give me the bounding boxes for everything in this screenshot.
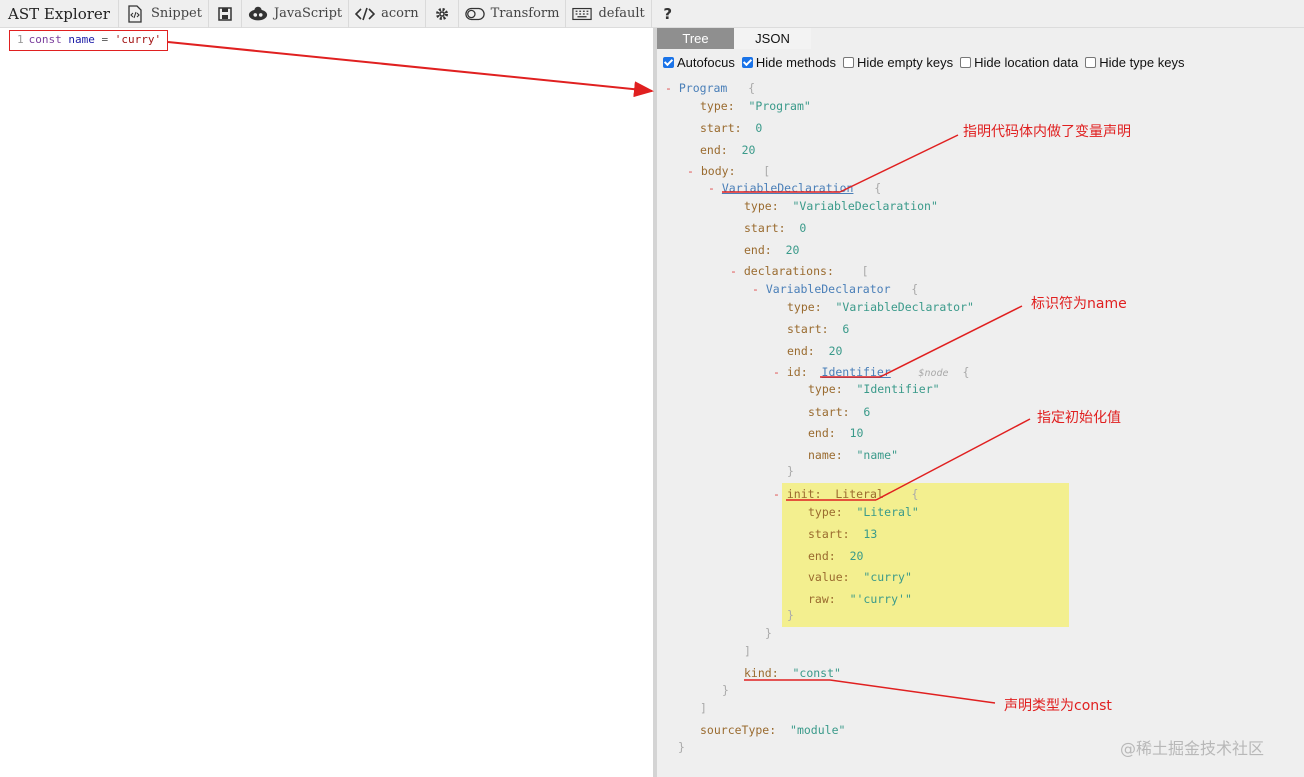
tree-prop: type: "VariableDeclaration" — [744, 199, 938, 213]
autofocus-checkbox[interactable] — [663, 57, 674, 68]
parser-label: acorn — [381, 6, 419, 21]
identifier-name: name — [68, 33, 95, 46]
help-button[interactable]: ? — [650, 0, 684, 28]
language-label: JavaScript — [273, 6, 343, 21]
snippet-button[interactable]: Snippet — [117, 0, 208, 28]
code-line[interactable]: 1 const name = 'curry' — [9, 30, 168, 51]
tree-prop: start: 0 — [744, 221, 807, 235]
annotation-identifier: 标识符为name — [1031, 296, 1127, 312]
line-number: 1 — [17, 33, 24, 46]
hide-type-keys-option[interactable]: Hide type keys — [1085, 55, 1184, 70]
assign-operator: = — [101, 33, 109, 46]
save-icon — [215, 4, 235, 24]
code-editor[interactable]: 1 const name = 'curry' — [0, 28, 653, 777]
keyword-const: const — [28, 33, 62, 46]
tree-prop: type: "VariableDeclarator" — [787, 300, 974, 314]
watermark: @稀土掘金技术社区 — [1120, 739, 1265, 758]
tree-brace: } — [787, 464, 794, 478]
tree-prop: start: 13 — [808, 527, 878, 541]
tree-options: Autofocus Hide methods Hide empty keys H… — [663, 55, 1191, 70]
tree-prop: end: 20 — [787, 344, 843, 358]
hide-location-data-checkbox[interactable] — [960, 57, 972, 68]
hide-location-data-label: Hide location data — [974, 55, 1079, 70]
string-literal: 'curry' — [114, 33, 162, 46]
tree-node-variable-declarator[interactable]: - VariableDeclarator { — [752, 282, 919, 296]
hide-methods-option[interactable]: Hide methods — [741, 55, 837, 70]
autofocus-label: Autofocus — [677, 55, 735, 70]
tree-brace: } — [787, 608, 794, 622]
tree-brace: } — [765, 626, 772, 640]
save-button[interactable] — [207, 0, 241, 28]
toggle-icon — [464, 4, 485, 24]
hide-empty-keys-option[interactable]: Hide empty keys — [843, 55, 953, 70]
tree-brace: ] — [744, 644, 751, 658]
hide-empty-keys-checkbox[interactable] — [843, 57, 855, 68]
hide-methods-checkbox[interactable] — [741, 57, 753, 68]
literal-highlight — [782, 483, 1069, 627]
output-panel: Tree JSON Autofocus Hide methods Hide em… — [657, 28, 1304, 777]
gear-icon — [432, 4, 452, 24]
annotation-kind: 声明类型为const — [1004, 698, 1112, 714]
tree-prop: sourceType: "module" — [700, 723, 846, 737]
tree-node-id[interactable]: - id: Identifier $node { — [773, 365, 970, 379]
tab-tree[interactable]: Tree — [657, 28, 734, 49]
tree-brace: ] — [700, 701, 707, 715]
tree-prop: type: "Literal" — [808, 505, 919, 519]
autofocus-option[interactable]: Autofocus — [663, 55, 735, 70]
annotation-init: 指定初始化值 — [1037, 410, 1121, 426]
settings-button[interactable] — [424, 0, 458, 28]
keymap-button[interactable]: default — [565, 0, 650, 28]
tree-prop: name: "name" — [808, 448, 899, 462]
code-icon — [355, 4, 376, 24]
help-icon: ? — [663, 4, 673, 23]
tree-prop: type: "Identifier" — [808, 382, 940, 396]
parser-button[interactable]: acorn — [348, 0, 424, 28]
tree-prop: end: 20 — [808, 549, 864, 563]
hide-location-data-option[interactable]: Hide location data — [960, 55, 1078, 70]
tree-brace: } — [722, 683, 729, 697]
language-button[interactable]: JavaScript — [240, 0, 348, 28]
tab-json[interactable]: JSON — [734, 28, 811, 49]
tree-prop: start: 0 — [700, 121, 763, 135]
snippet-label: Snippet — [150, 6, 202, 21]
toolbar: AST Explorer Snippet JavaScript acorn Tr… — [0, 0, 1304, 28]
output-tabs: Tree JSON — [657, 28, 811, 49]
tree-prop: start: 6 — [787, 322, 850, 336]
tree-prop: start: 6 — [808, 405, 871, 419]
hide-methods-label: Hide methods — [755, 55, 837, 70]
hide-empty-keys-label: Hide empty keys — [857, 55, 954, 70]
tree-prop: type: "Program" — [700, 99, 811, 113]
hide-type-keys-label: Hide type keys — [1099, 55, 1185, 70]
tree-node-variable-declaration[interactable]: - VariableDeclaration { — [708, 181, 882, 195]
tree-prop: raw: "'curry'" — [808, 592, 912, 606]
tree-node-body[interactable]: - body: [ — [687, 164, 771, 178]
snippet-icon — [125, 4, 145, 24]
tree-prop: end: 20 — [700, 143, 756, 157]
keyboard-icon — [572, 4, 593, 24]
app-title: AST Explorer — [8, 4, 110, 23]
tree-brace: } — [678, 740, 685, 754]
tree-node-declarations[interactable]: - declarations: [ — [730, 264, 869, 278]
transform-label: Transform — [490, 6, 560, 21]
transform-toggle[interactable]: Transform — [457, 0, 566, 28]
tree-prop: end: 20 — [744, 243, 800, 257]
keymap-label: default — [598, 6, 645, 21]
language-icon — [248, 4, 268, 24]
tree-prop: value: "curry" — [808, 570, 912, 584]
annotation-declaration: 指明代码体内做了变量声明 — [963, 124, 1131, 140]
tree-prop: end: 10 — [808, 426, 864, 440]
panel-divider[interactable] — [653, 28, 657, 777]
tree-prop: kind: "const" — [744, 666, 841, 680]
tree-node-program[interactable]: - Program { — [665, 81, 756, 95]
tree-node-init[interactable]: - init: Literal { — [773, 487, 919, 501]
hide-type-keys-checkbox[interactable] — [1085, 57, 1097, 68]
